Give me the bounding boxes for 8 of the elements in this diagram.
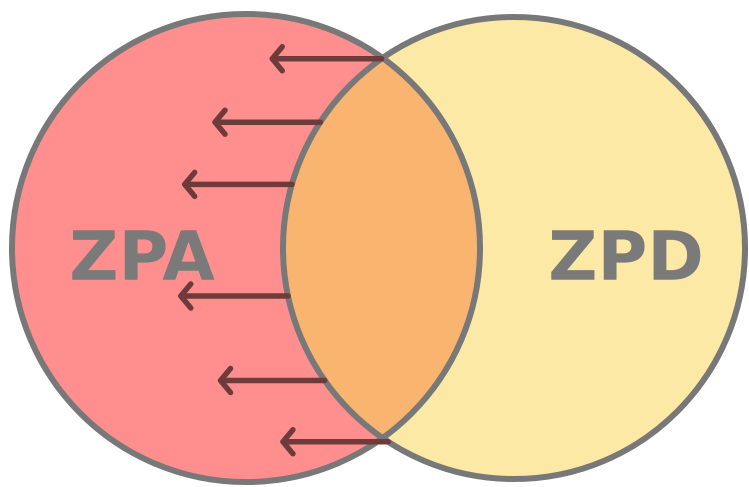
arrow [212, 107, 324, 137]
venn-circle [9, 11, 483, 485]
venn-circle [280, 14, 748, 482]
arrow [218, 366, 328, 396]
circle-label: ZPA [72, 230, 214, 280]
arrow [178, 281, 291, 311]
arrow [182, 170, 295, 200]
circle-label: ZPD [551, 230, 700, 280]
